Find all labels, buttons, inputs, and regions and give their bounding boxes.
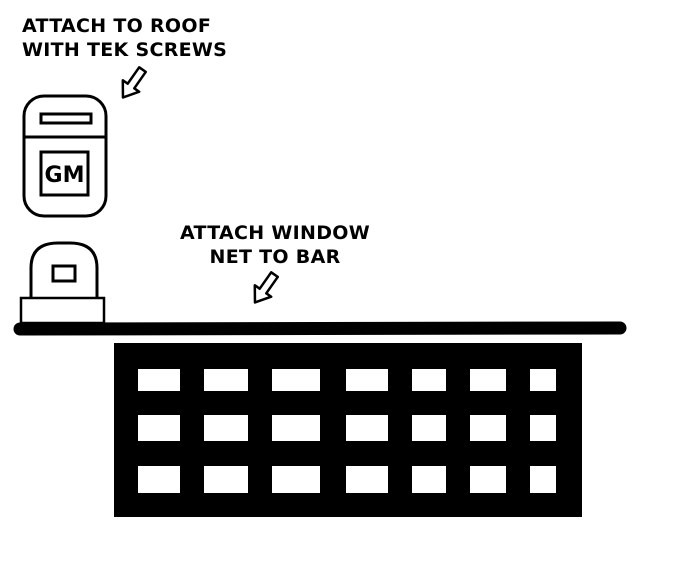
- net-opening: [530, 466, 556, 493]
- net-opening: [272, 415, 320, 441]
- net-opening: [272, 466, 320, 493]
- net-instruction-line-2: NET TO BAR: [209, 246, 341, 268]
- gm-badge-text: GM: [45, 163, 85, 188]
- bar-clamp-slot: [51, 264, 77, 283]
- roof-mount: GM: [22, 94, 108, 218]
- roof-instruction-line-1: ATTACH TO ROOF: [22, 15, 212, 37]
- net-opening: [204, 466, 248, 493]
- net-opening: [530, 369, 556, 391]
- net-opening: [204, 415, 248, 441]
- roof-instruction-line-2: WITH TEK SCREWS: [22, 39, 228, 61]
- net-opening: [412, 466, 446, 493]
- net-opening: [470, 369, 506, 391]
- roof-arrow-icon: [121, 66, 147, 99]
- net-opening: [346, 415, 388, 441]
- net-opening: [138, 466, 180, 493]
- window-net-bar: [13, 321, 627, 336]
- bar-clamp: [19, 241, 106, 325]
- net-opening: [138, 369, 180, 391]
- net-instruction-line-1: ATTACH WINDOW: [180, 222, 370, 244]
- roof-mount-slot: [39, 112, 93, 125]
- net-opening: [272, 369, 320, 391]
- net-opening: [530, 415, 556, 441]
- net-opening: [470, 415, 506, 441]
- window-net: [114, 343, 582, 517]
- net-opening: [346, 466, 388, 493]
- net-opening: [204, 369, 248, 391]
- roof-instruction: ATTACH TO ROOF WITH TEK SCREWS: [22, 14, 227, 62]
- net-arrow-icon: [253, 271, 279, 304]
- net-opening: [470, 466, 506, 493]
- gm-badge: [39, 150, 90, 197]
- net-opening: [412, 415, 446, 441]
- net-opening: [412, 369, 446, 391]
- window-net-holes: [138, 369, 556, 493]
- net-opening: [138, 415, 180, 441]
- net-instruction: ATTACH WINDOW NET TO BAR: [170, 221, 380, 269]
- bar-clamp-base: [19, 296, 106, 325]
- net-opening: [346, 369, 388, 391]
